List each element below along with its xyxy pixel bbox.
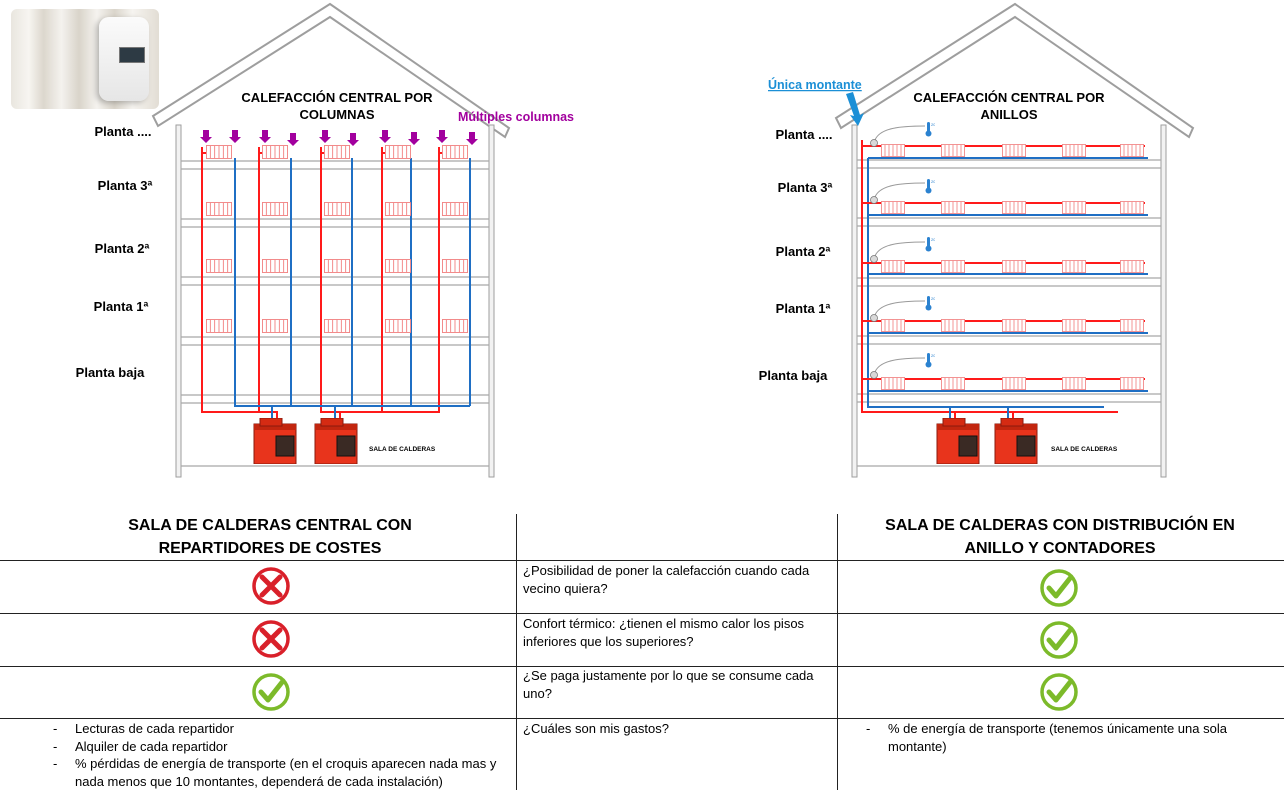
left-floor-label: Planta 2ª [95,241,150,256]
right-floor-label: Planta 2ª [776,244,831,259]
header-left-line1: SALA DE CALDERAS CENTRAL CON [60,514,480,537]
right-callout: Única montante [768,77,862,92]
left-floor-label: Planta baja [76,365,145,380]
multiple-columns-arrows [200,130,478,146]
question-line: vecino quiera? [523,580,823,598]
row-divider [0,560,1284,561]
cross-icon [251,619,291,659]
right-boiler-room-label: SALA DE CALDERAS [1051,446,1118,453]
left-title-2: COLUMNAS [299,107,374,122]
right-floor-label: Planta .... [775,127,832,142]
left-callout: Múltiples columnas [458,110,574,124]
cold-single-riser [868,158,1104,407]
column-divider [516,514,517,790]
header-left-line2: REPARTIDORES DE COSTES [60,537,480,560]
table-header-left: SALA DE CALDERAS CENTRAL CON REPARTIDORE… [60,514,480,560]
boiler-icon [995,418,1037,464]
header-right-line2: ANILLO Y CONTADORES [850,537,1270,560]
table-header-right: SALA DE CALDERAS CON DISTRIBUCIÓN EN ANI… [850,514,1270,560]
question-cell: Confort térmico: ¿tienen el mismo calor … [523,615,823,651]
cross-icon [251,566,291,606]
right-title-2: ANILLOS [980,107,1037,122]
thermostat-icon [926,353,938,368]
check-icon [1039,568,1079,608]
question-line: uno? [523,685,823,703]
comparison-table: SALA DE CALDERAS CENTRAL CON REPARTIDORE… [0,512,1284,792]
thermostat-icon [926,296,938,311]
row-divider [0,613,1284,614]
question-cell: ¿Posibilidad de poner la calefacción cua… [523,562,823,598]
thermostat-icon [926,179,938,194]
list-item: % de energía de transporte (tenemos únic… [866,720,1261,755]
hot-risers [202,147,442,419]
check-icon [1039,620,1079,660]
left-title: CALEFACCIÓN CENTRAL POR [241,90,433,105]
boiler-icon [254,418,296,464]
left-boiler-room-label: SALA DE CALDERAS [369,446,436,453]
question-cell: ¿Se paga justamente por lo que se consum… [523,667,823,703]
question-line: ¿Posibilidad de poner la calefacción cua… [523,562,823,580]
thermostat-icon [926,122,938,137]
header-right-line1: SALA DE CALDERAS CON DISTRIBUCIÓN EN [850,514,1270,537]
ring-meters [871,140,878,379]
question-line: inferiores que los superiores? [523,633,823,651]
question-line: ¿Se paga justamente por lo que se consum… [523,667,823,685]
costs-left-list: Lecturas de cada repartidor Alquiler de … [53,720,503,790]
list-item: Lecturas de cada repartidor [53,720,503,738]
left-radiators [206,146,467,333]
right-radiators [881,145,1143,390]
boiler-icon [937,418,979,464]
thermostat-icon [926,237,938,252]
left-floor-label: Planta 3ª [98,178,153,193]
list-item: Alquiler de cada repartidor [53,738,503,756]
left-floor-label: Planta 1ª [94,299,149,314]
right-house: CALEFACCIÓN CENTRAL POR ANILLOS Única mo… [759,4,1193,477]
left-floor-label: Planta .... [94,124,151,139]
check-icon [251,672,291,712]
costs-right-list: % de energía de transporte (tenemos únic… [866,720,1261,755]
boiler-icon [315,418,357,464]
check-icon [1039,672,1079,712]
question-cell: ¿Cuáles son mis gastos? [523,720,823,738]
right-floor-label: Planta 1ª [776,301,831,316]
heating-diagrams: 20° [0,0,1284,510]
cold-risers [235,158,470,419]
row-divider [0,718,1284,719]
question-line: ¿Cuáles son mis gastos? [523,720,823,738]
left-house: CALEFACCIÓN CENTRAL POR COLUMNAS Múltipl… [76,4,574,477]
question-line: Confort térmico: ¿tienen el mismo calor … [523,615,823,633]
list-item: % pérdidas de energía de transporte (en … [53,755,503,790]
right-floor-label: Planta 3ª [778,180,833,195]
hot-single-riser [862,140,1118,412]
right-title: CALEFACCIÓN CENTRAL POR [913,90,1105,105]
right-floor-label: Planta baja [759,368,828,383]
column-divider [837,514,838,790]
